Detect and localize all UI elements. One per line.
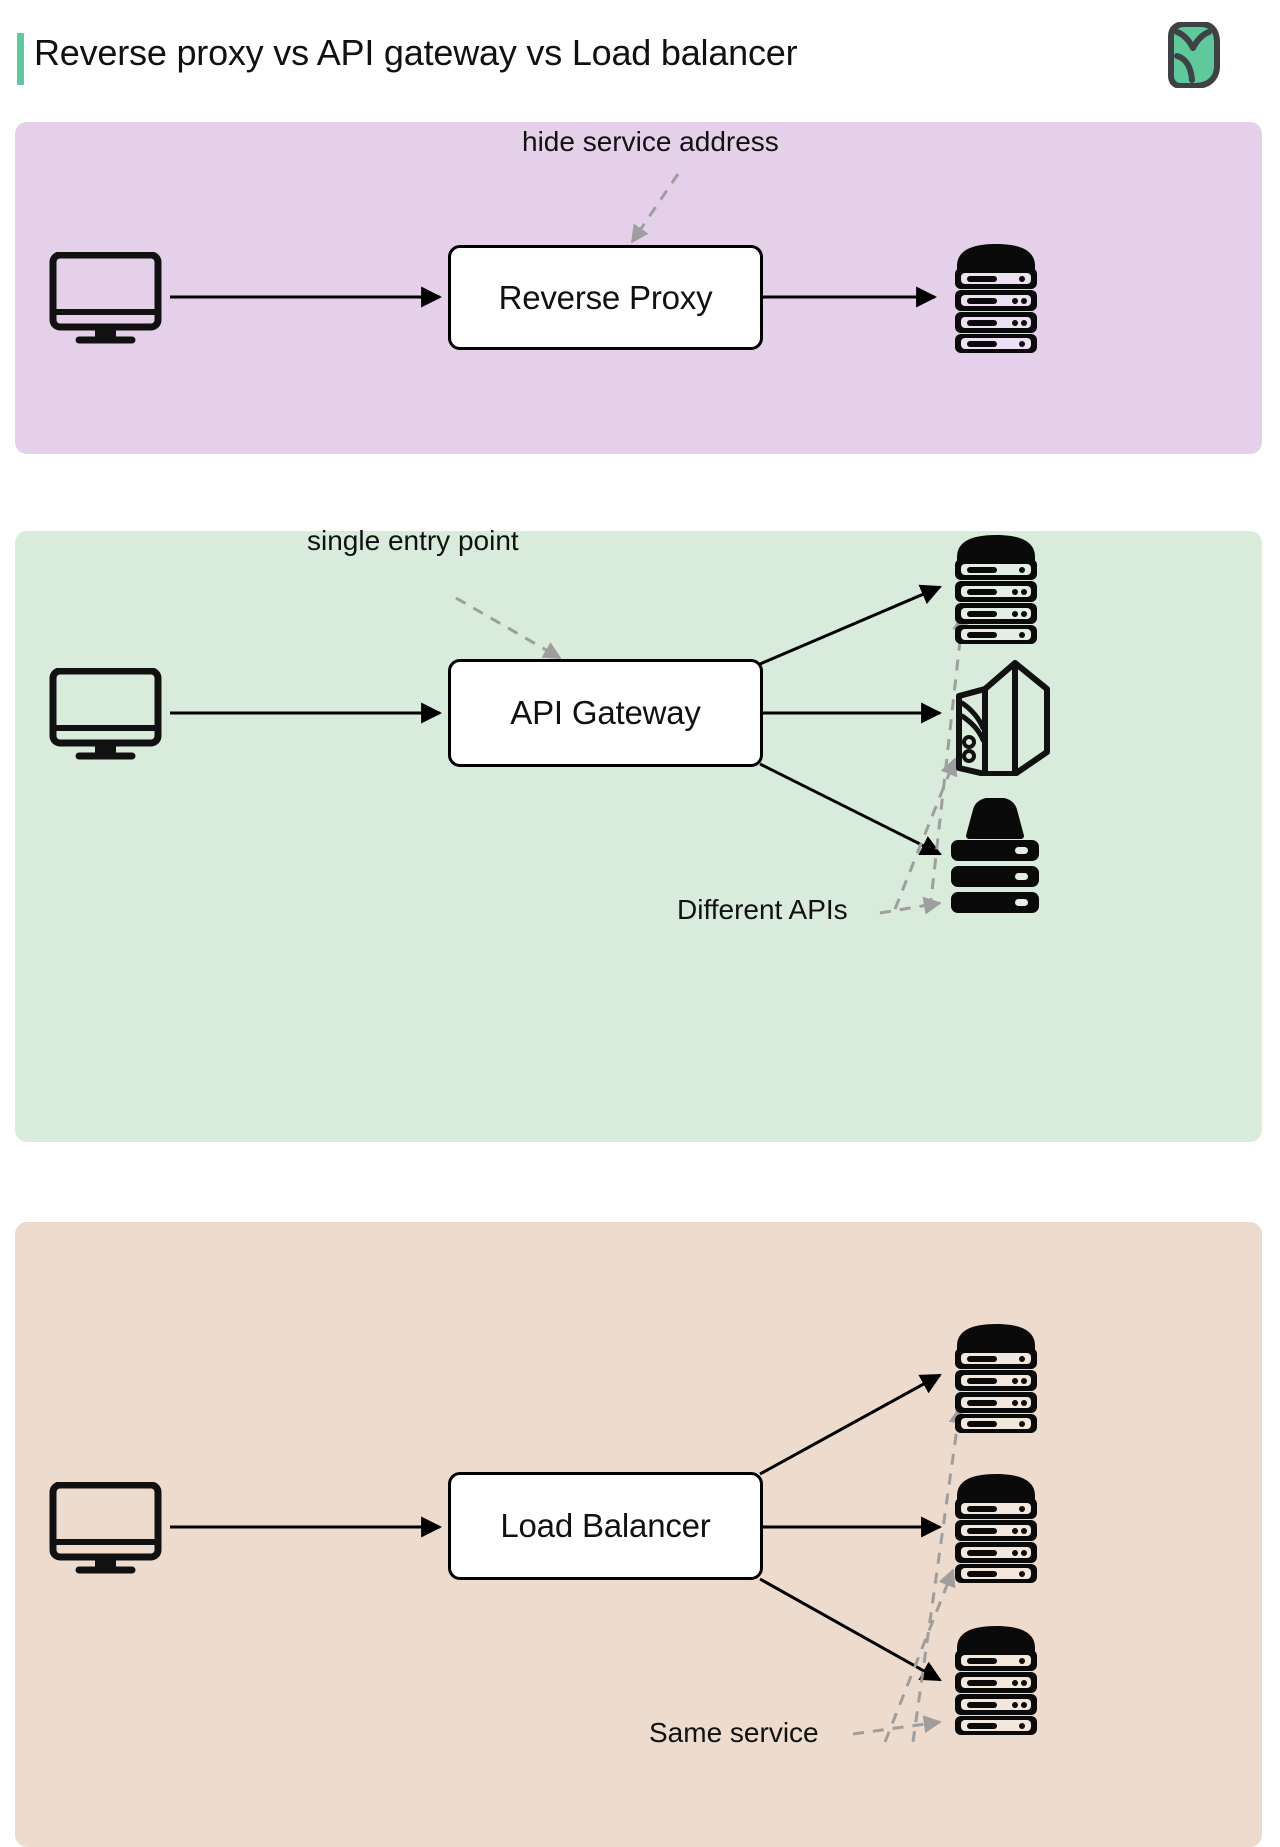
- rack-server-icon: [945, 531, 1047, 645]
- node-api-gateway-label: API Gateway: [510, 694, 701, 731]
- edge-gateway-to-server-3: [759, 762, 942, 856]
- monitor-icon: [49, 251, 162, 344]
- monitor-icon: [49, 1481, 162, 1574]
- annotation-hide-service-address: hide service address: [522, 126, 779, 157]
- api-gateway-connections: [170, 584, 971, 915]
- annotation-pointer-apis-2: [893, 757, 958, 910]
- page-title: Reverse proxy vs API gateway vs Load bal…: [34, 32, 798, 73]
- rack-server-icon: [945, 1470, 1047, 1584]
- edge-lb-to-server-3: [759, 1577, 942, 1682]
- edge-gateway-to-server-1: [759, 584, 942, 666]
- edge-lb-to-server-1: [759, 1373, 942, 1476]
- node-reverse-proxy[interactable]: Reverse Proxy: [448, 245, 763, 350]
- node-api-gateway[interactable]: API Gateway: [448, 659, 763, 767]
- annotation-pointer-same-1: [911, 1405, 967, 1743]
- node-load-balancer[interactable]: Load Balancer: [448, 1472, 763, 1580]
- annotation-same-service: Same service: [649, 1717, 819, 1748]
- rack-server-icon: [945, 240, 1047, 354]
- reverse-proxy-connections: [170, 173, 938, 308]
- tower-server-icon: [953, 656, 1053, 777]
- annotation-pointer-apis-3: [879, 896, 942, 915]
- section-load-balancer: Load Balancer: [15, 1222, 1262, 1847]
- node-load-balancer-label: Load Balancer: [500, 1507, 711, 1544]
- monitor-icon: [49, 667, 162, 760]
- annotation-pointer-same-2: [883, 1568, 956, 1743]
- annotation-pointer-single-entry: [455, 596, 562, 660]
- nas-server-icon: [943, 797, 1047, 914]
- annotation-pointer-same-3: [852, 1715, 942, 1736]
- annotation-pointer-hide-address: [630, 173, 680, 244]
- title-accent-bar: [17, 33, 24, 85]
- rack-server-icon: [945, 1622, 1047, 1736]
- annotation-different-apis: Different APIs: [677, 894, 848, 925]
- page-header: Reverse proxy vs API gateway vs Load bal…: [0, 0, 1280, 110]
- annotation-single-entry-point: single entry point: [307, 525, 519, 556]
- section-api-gateway: API Gateway: [15, 525, 1262, 1142]
- brand-logo-icon: [1161, 21, 1225, 89]
- section-reverse-proxy: Reverse Proxy: [15, 122, 1262, 454]
- node-reverse-proxy-label: Reverse Proxy: [498, 278, 713, 316]
- rack-server-icon: [945, 1320, 1047, 1434]
- load-balancer-connections: [170, 1373, 967, 1743]
